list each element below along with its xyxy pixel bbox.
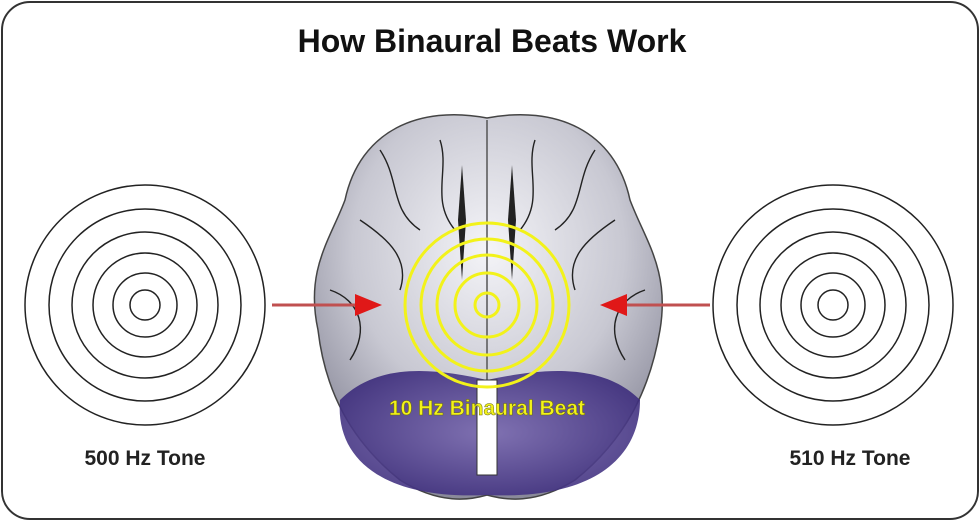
left-arrow-icon xyxy=(272,294,382,316)
diagram-title: How Binaural Beats Work xyxy=(298,23,687,59)
right-sound-waves-icon xyxy=(712,184,954,426)
binaural-beat-label: 10 Hz Binaural Beat xyxy=(389,397,585,420)
left-sound-waves-icon xyxy=(24,184,266,426)
brain-illustration xyxy=(313,114,664,500)
right-tone-label: 510 Hz Tone xyxy=(790,447,911,470)
left-tone-label: 500 Hz Tone xyxy=(85,447,206,470)
binaural-beat-rings-icon xyxy=(403,221,571,389)
right-arrow-icon xyxy=(600,294,710,316)
